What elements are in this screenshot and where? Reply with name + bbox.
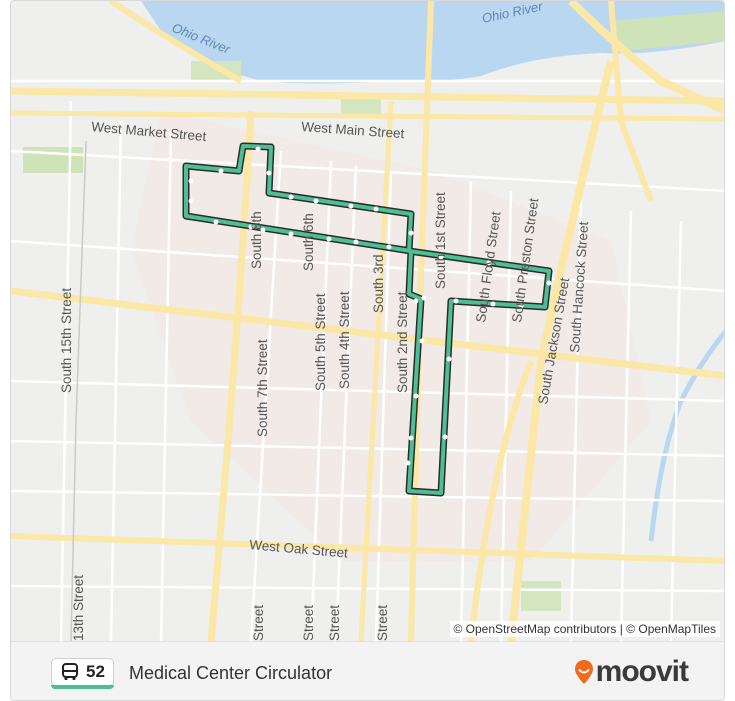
street-label-south-1st: South 1st Street <box>433 192 448 289</box>
map-pin-icon <box>574 660 593 684</box>
route-line-52[interactable] <box>182 142 553 497</box>
osm-attribution-link[interactable]: © OpenStreetMap contributors <box>453 622 617 636</box>
street-label-street-3: Street <box>327 605 342 641</box>
bus-icon <box>62 663 78 680</box>
street-label-street-2: Street <box>301 605 316 641</box>
attribution-separator: | <box>619 622 623 636</box>
route-map[interactable]: Ohio River Ohio River West Market Street… <box>11 1 725 641</box>
street-label-13th: 13th Street <box>71 575 86 641</box>
map-card: Ohio River Ohio River West Market Street… <box>10 0 725 701</box>
street-label-south-3rd: South 3rd <box>371 254 386 313</box>
brand-name: moovit <box>595 655 689 688</box>
street-label-west-main: West Main Street <box>301 119 405 141</box>
street-grid <box>11 79 724 641</box>
street-label-south-5th: South 5th Street <box>313 293 328 391</box>
route-footer: 52 Medical Center Circulator moovit <box>11 641 724 700</box>
street-label-south-8th: South 8th <box>249 211 264 269</box>
route-name: Medical Center Circulator <box>129 663 333 683</box>
street-label-south-6th: South 6th <box>301 213 316 271</box>
street-label-south-7th: South 7th Street <box>255 339 270 437</box>
street-label-south-2nd: South 2nd Street <box>395 291 410 393</box>
major-roads <box>11 1 724 641</box>
street-label-south-4th: South 4th Street <box>337 291 352 389</box>
openmaptiles-attribution-link[interactable]: © OpenMapTiles <box>626 622 716 636</box>
street-label-street-1: Street <box>251 605 266 641</box>
street-label-south-15th: South 15th Street <box>59 288 74 393</box>
street-label-street-4: Street <box>375 605 390 641</box>
route-number: 52 <box>86 662 105 681</box>
map-attribution: © OpenStreetMap contributors | © OpenMap… <box>449 621 720 637</box>
ohio-river <box>141 1 724 84</box>
route-badge[interactable]: 52 <box>51 658 114 689</box>
moovit-logo[interactable]: moovit <box>574 655 689 689</box>
